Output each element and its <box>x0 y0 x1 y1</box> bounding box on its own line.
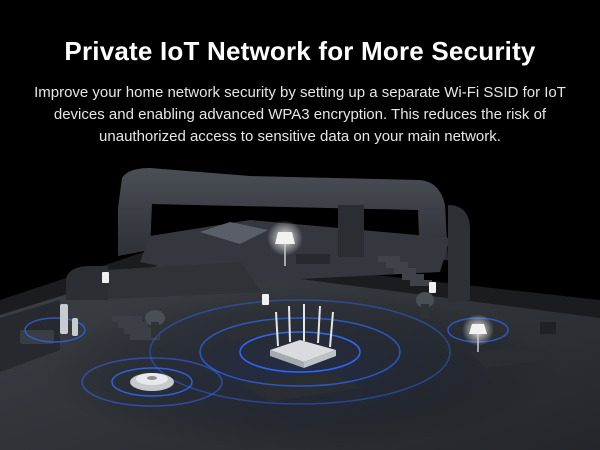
tv-console <box>470 346 556 368</box>
smart-lamp-icon <box>267 220 303 266</box>
smart-lamp-icon <box>462 314 494 352</box>
wardrobe <box>338 205 364 257</box>
desk <box>296 254 330 264</box>
upper-stairs <box>378 256 432 286</box>
wifi-signal-rings <box>24 299 509 407</box>
feature-description: Improve your home network security by se… <box>34 84 566 145</box>
smart-switch-icon <box>102 272 436 305</box>
bed <box>200 222 268 244</box>
side-table <box>20 330 54 344</box>
page-title: Private IoT Network for More Security <box>64 36 536 66</box>
monitor <box>540 322 556 334</box>
upper-floor-wall <box>118 168 448 262</box>
lounge-bench <box>240 372 360 402</box>
router-icon <box>270 304 336 368</box>
left-arch-wall <box>66 266 108 300</box>
smart-speaker-icon <box>60 304 78 336</box>
right-arch-wall <box>448 205 470 302</box>
robot-vacuum-icon <box>130 373 174 391</box>
mid-level-floor <box>72 262 262 300</box>
plant <box>145 292 434 338</box>
lower-stairs <box>112 316 160 340</box>
